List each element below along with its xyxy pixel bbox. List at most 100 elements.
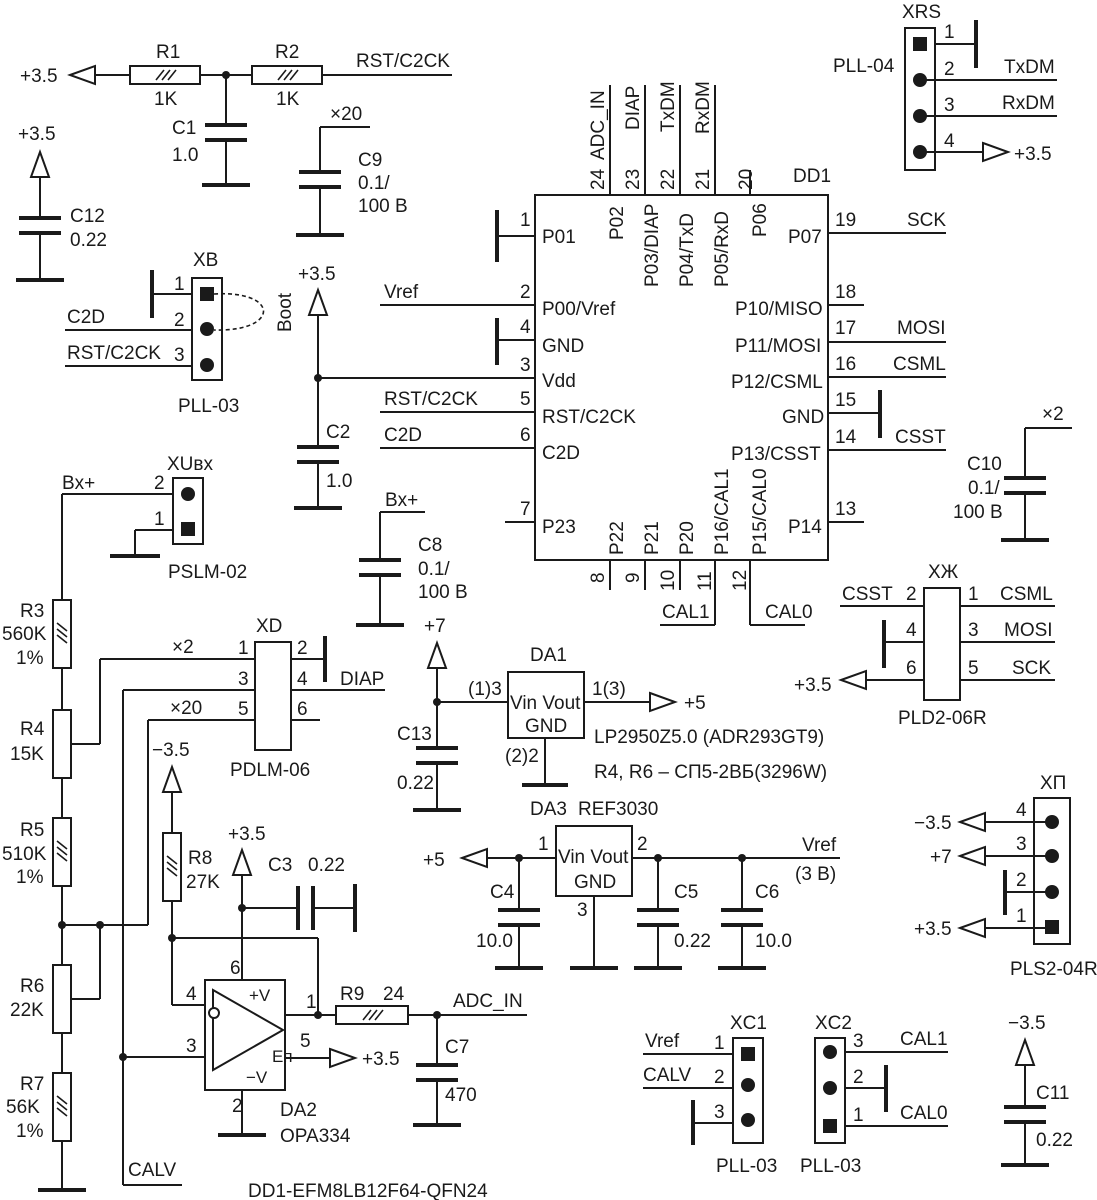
c12-ref: C12: [70, 206, 105, 227]
dd1-pin-name: P06: [750, 203, 771, 237]
dd1-pin-num: 13: [835, 499, 856, 520]
dd1-pin-num: 24: [588, 168, 609, 190]
dd1-pin-num: 18: [835, 282, 856, 303]
rail-arrow: [982, 141, 1011, 163]
rail-label: −3.5: [152, 740, 190, 761]
rail-arrow: [231, 847, 253, 876]
divider-chain: CALV R3 560K 1% R4 15K R5 510K 1% R6 22K…: [2, 599, 255, 1192]
xd-pin: 1: [238, 638, 249, 659]
da3-pin: 2: [637, 834, 648, 855]
r9-ref: R9: [340, 984, 364, 1005]
c12-val: 0.22: [70, 230, 107, 251]
dd1-pin-num: 9: [623, 572, 644, 583]
xd-mult: ×20: [170, 698, 202, 719]
da3-part: REF3030: [578, 799, 658, 820]
dd1-pin-num: 8: [588, 572, 609, 583]
dd1-pin-name: Vdd: [542, 371, 576, 392]
dd1-pin-num: 11: [695, 571, 716, 591]
c8-val: 100 B: [418, 582, 468, 603]
dd1-top-net: RxDM: [693, 81, 714, 134]
rail-arrow: [459, 847, 488, 869]
c13-val: 0.22: [397, 773, 434, 794]
dd1-pin-num: 21: [693, 169, 714, 190]
xp-net: −3.5: [914, 813, 952, 834]
xd-pin: 5: [238, 699, 249, 720]
xp-pin: 1: [1016, 906, 1027, 927]
xc2-net: CAL1: [900, 1029, 948, 1050]
r8-ref: R8: [188, 848, 212, 869]
rail-label: +3.5: [362, 1049, 400, 1070]
dd1-pin-name: P22: [607, 521, 628, 555]
xc1-pin: 2: [714, 1067, 725, 1088]
da2-section: −3.5 R8 27K +3.5 C3 0.22 +V Eп −V 6 4 3 …: [152, 740, 527, 1147]
xd-ref: XD: [256, 616, 282, 637]
xrs-pin: 4: [944, 131, 955, 152]
xb-type: PLL-03: [178, 396, 239, 417]
da1-body: GND: [525, 716, 567, 737]
c11-capacitor: −3.5 C11 0.22: [1001, 1013, 1073, 1167]
xrs-net: +3.5: [1014, 144, 1052, 165]
r7-val: 1%: [16, 1121, 44, 1142]
dd1-chip: DD1 ADC_IN DIAP TxDM RxDM 24 23 22 21 20…: [318, 81, 946, 626]
c5-ref: C5: [674, 882, 698, 903]
c5-val: 0.22: [674, 931, 711, 952]
xrs-type: PLL-04: [833, 56, 895, 77]
xp-pin: 4: [1016, 800, 1027, 821]
dd1-pin-name: P23: [542, 517, 576, 538]
c8-net: Bх+: [385, 490, 418, 511]
rail-label: +5: [684, 693, 706, 714]
net-adc-in: ADC_IN: [453, 991, 523, 1012]
dd1-pin-name: P00/Vref: [542, 299, 616, 320]
xrs-ref: XRS: [902, 2, 941, 23]
xuvx-pin: 2: [154, 473, 165, 494]
page-title: DD1-EFM8LB12F64-QFN24: [248, 1181, 488, 1200]
xrs-connector: XRS 1 2 3 4 TxDM RxDM +3.5 PLL-04: [833, 2, 1057, 171]
c3-val: 0.22: [308, 855, 345, 876]
c7-ref: C7: [445, 1037, 469, 1058]
rail-arrow: [307, 287, 329, 316]
da2-pin: 6: [230, 958, 241, 979]
xb-pin: 2: [174, 310, 185, 331]
dd1-pin-name: P14: [788, 517, 822, 538]
c9-val: 100 B: [358, 196, 408, 217]
dd1-pin-name: P03/DIAP: [642, 204, 663, 287]
rail-label: +3.5: [20, 66, 58, 87]
da1-note: LP2950Z5.0 (ADR293GT9): [594, 727, 824, 748]
xd-connector: XD 1 3 5 2 4 6 DIAP ×2 ×20 PDLM-06: [170, 616, 385, 781]
xzh-net: CSML: [1000, 584, 1053, 605]
c11-ref: C11: [1036, 1083, 1069, 1104]
xc2-type: PLL-03: [800, 1156, 861, 1177]
da1-regulator: +7 C13 0.22 DA1 Vin Vout GND (1)3 +5 1(3…: [397, 616, 827, 812]
xb-pin: 3: [174, 345, 185, 366]
r4-ref: R4: [20, 719, 45, 740]
net-rst-c2ck: RST/C2CK: [356, 51, 450, 72]
dd1-pin-name: P20: [677, 521, 698, 555]
net-calv: CALV: [128, 1160, 177, 1181]
dd1-pin-num: 6: [520, 425, 531, 446]
dd1-bottom-pins: P22 P21 P20 P16/CAL1 P15/CAL0 8 9 10 11 …: [588, 468, 813, 626]
xd-mult: ×2: [172, 637, 194, 658]
opamp-triangle: [212, 988, 286, 1072]
r7-val: 56K: [6, 1097, 40, 1118]
dd1-pin-name: P05/RxD: [712, 211, 733, 287]
dd1-ref: DD1: [793, 166, 831, 187]
dd1-pin-num: 5: [520, 389, 531, 410]
da1-body: Vin Vout: [510, 693, 581, 714]
dd1-top-pins: ADC_IN DIAP TxDM RxDM 24 23 22 21 20 P02…: [588, 81, 771, 287]
xp-ref: XП: [1040, 773, 1066, 794]
dd1-pin-num: 2: [520, 282, 531, 303]
r5-val: 510K: [2, 844, 47, 865]
xc1-net: CALV: [643, 1065, 692, 1086]
rail-arrow: [957, 811, 986, 833]
xb-net: C2D: [67, 307, 105, 328]
xb-boot-label: Boot: [275, 292, 296, 332]
boot-jumper: [213, 293, 265, 331]
da3-reference: DA3 REF3030 +5 Vin Vout GND 1 2 3 Vref (…: [423, 799, 840, 970]
xuvx-connector: XUвх Bх+ 2 1 PSLM-02: [61, 454, 247, 600]
xrs-pin: 1: [944, 22, 955, 43]
dd1-pin-num: 10: [658, 570, 679, 591]
rail-label: +7: [424, 616, 446, 637]
dd1-left-net: RST/C2CK: [384, 389, 478, 410]
rail-arrow: [957, 917, 986, 939]
xp-net: +3.5: [914, 919, 952, 940]
